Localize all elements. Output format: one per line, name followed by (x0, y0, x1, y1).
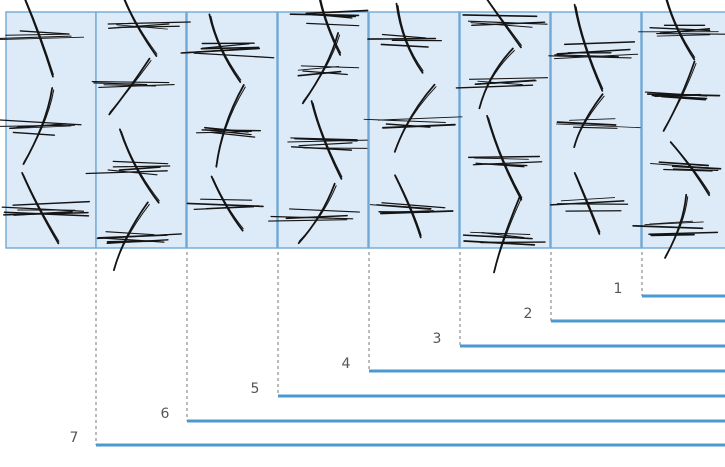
scale-label: 6 (161, 406, 170, 422)
scale-label: 7 (70, 430, 79, 446)
scale-label: 4 (342, 356, 351, 372)
hatch-stroke (651, 235, 694, 236)
scale-label: 2 (524, 306, 533, 322)
scale-label: 1 (614, 281, 623, 297)
scale-bars (96, 296, 725, 445)
scale-label: 3 (433, 331, 442, 347)
scale-label: 5 (251, 381, 260, 397)
hatch-stroke (558, 204, 628, 205)
pattern-panel (551, 12, 641, 248)
pattern-panels (6, 12, 725, 248)
pattern-panel (278, 12, 368, 248)
dashed-leaders (96, 252, 642, 445)
hatch-stroke (657, 34, 725, 35)
hatch-stroke (469, 157, 540, 158)
pattern-panel (460, 12, 550, 248)
hatch-stroke (304, 148, 367, 149)
